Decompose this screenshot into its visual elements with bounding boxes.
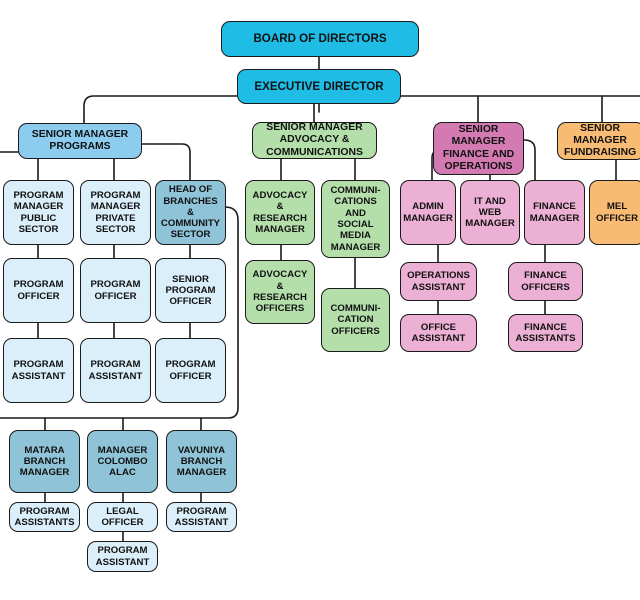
program-officer-box-2: PROGRAM OFFICER xyxy=(80,258,151,323)
program-manager-private-sector-box: PROGRAM MANAGER PRIVATE SECTOR xyxy=(80,180,151,245)
office-assistant-box: OFFICE ASSISTANT xyxy=(400,314,477,352)
vavuniya-branch-manager-box: VAVUNIYA BRANCH MANAGER xyxy=(166,430,237,493)
advocacy-research-manager-box: ADVOCACY & RESEARCH MANAGER xyxy=(245,180,315,245)
senior-manager-finance-box: SENIOR MANAGER FINANCE AND OPERATIONS xyxy=(433,122,524,175)
matara-branch-manager-box: MATARA BRANCH MANAGER xyxy=(9,430,80,493)
finance-assistants-box: FINANCE ASSISTANTS xyxy=(508,314,583,352)
matara-program-assistants-box: PROGRAM ASSISTANTS xyxy=(9,502,80,532)
program-manager-public-sector-box: PROGRAM MANAGER PUBLIC SECTOR xyxy=(3,180,74,245)
advocacy-research-officers-box: ADVOCACY & RESEARCH OFFICERS xyxy=(245,260,315,324)
senior-manager-advocacy-box: SENIOR MANAGER ADVOCACY & COMMUNICATIONS xyxy=(252,122,377,159)
program-officer-box-1: PROGRAM OFFICER xyxy=(3,258,74,323)
communication-officers-box: COMMUNI- CATION OFFICERS xyxy=(321,288,390,352)
senior-manager-programs-box: SENIOR MANAGER PROGRAMS xyxy=(18,123,142,159)
communications-social-media-manager-box: COMMUNI- CATIONS AND SOCIAL MEDIA MANAGE… xyxy=(321,180,390,258)
vavuniya-program-assistant-box: PROGRAM ASSISTANT xyxy=(166,502,237,532)
finance-manager-box: FINANCE MANAGER xyxy=(524,180,585,245)
it-web-manager-box: IT AND WEB MANAGER xyxy=(460,180,520,245)
program-assistant-box-2: PROGRAM ASSISTANT xyxy=(80,338,151,403)
legal-officer-box: LEGAL OFFICER xyxy=(87,502,158,532)
head-of-branches-box: HEAD OF BRANCHES & COMMUNITY SECTOR xyxy=(155,180,226,245)
manager-colombo-alac-box: MANAGER COLOMBO ALAC xyxy=(87,430,158,493)
program-assistant-box-1: PROGRAM ASSISTANT xyxy=(3,338,74,403)
admin-manager-box: ADMIN MANAGER xyxy=(400,180,456,245)
senior-manager-fundraising-box: SENIOR MANAGER FUNDRAISING xyxy=(557,122,640,160)
mel-officer-box: MEL OFFICER xyxy=(589,180,640,245)
program-officer-box-3: PROGRAM OFFICER xyxy=(155,338,226,403)
colombo-program-assistant-box: PROGRAM ASSISTANT xyxy=(87,541,158,572)
board-of-directors-box: BOARD OF DIRECTORS xyxy=(221,21,419,57)
finance-officers-box: FINANCE OFFICERS xyxy=(508,262,583,301)
senior-program-officer-box: SENIOR PROGRAM OFFICER xyxy=(155,258,226,323)
operations-assistant-box: OPERATIONS ASSISTANT xyxy=(400,262,477,301)
executive-director-box: EXECUTIVE DIRECTOR xyxy=(237,69,401,104)
